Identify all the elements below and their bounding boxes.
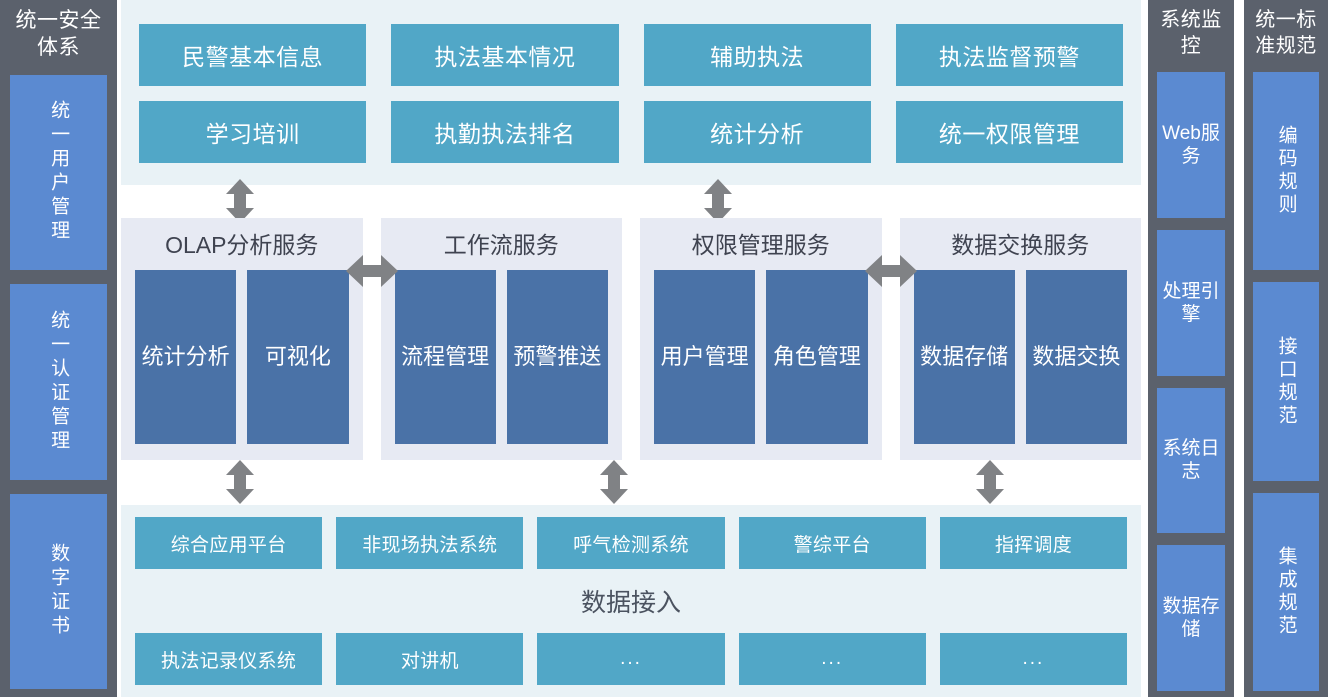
service-panel-title: 数据交换服务 (951, 232, 1090, 258)
service-box-statistical-analysis[interactable]: 统计分析 (135, 270, 237, 444)
data-box-integrated-application-platform[interactable]: 综合应用平台 (135, 517, 323, 569)
app-box-police-basic-info[interactable]: 民警基本信息 (139, 24, 367, 86)
service-box-data-storage[interactable]: 数据存储 (913, 270, 1015, 444)
data-box-placeholder-2[interactable]: ... (738, 633, 926, 685)
left-rail-items: 统一用户管理 统一认证管理 数字证书 (10, 74, 107, 690)
rail-item-data-storage[interactable]: 数据存储 (1157, 545, 1225, 691)
standard-rail-title: 统一标准规范 (1255, 9, 1317, 57)
rail-item-coding-rules[interactable]: 编码规则 (1253, 72, 1319, 271)
app-box-study-training[interactable]: 学习培训 (139, 101, 367, 163)
data-box-law-enforcement-recorder-system[interactable]: 执法记录仪系统 (135, 633, 323, 685)
rail-item-unified-auth-management[interactable]: 统一认证管理 (10, 284, 107, 480)
app-box-unified-permission-management[interactable]: 统一权限管理 (895, 101, 1123, 163)
application-row-2: 学习培训 执勤执法排名 统计分析 统一权限管理 (139, 101, 1123, 163)
standard-rail-items: 编码规则 接口规范 集成规范 (1253, 72, 1319, 691)
data-box-non-onsite-enforcement-system[interactable]: 非现场执法系统 (336, 517, 524, 569)
service-panel-olap: OLAP分析服务 统计分析 可视化 (121, 218, 398, 460)
right-rail-unified-standards: 统一标准规范 编码规则 接口规范 集成规范 (1244, 0, 1328, 697)
service-panel-title: OLAP分析服务 (165, 232, 319, 258)
rail-item-processing-engine[interactable]: 处理引擎 (1157, 229, 1225, 376)
rail-item-system-log[interactable]: 系统日志 (1157, 387, 1225, 534)
service-box-alert-push[interactable]: 预警推送 (506, 270, 608, 444)
rail-item-integration-specification[interactable]: 集成规范 (1253, 492, 1319, 691)
vertical-double-arrow-icon (703, 179, 733, 223)
rail-item-interface-specification[interactable]: 接口规范 (1253, 282, 1319, 481)
vertical-double-arrow-icon (975, 460, 1005, 504)
service-box-data-exchange[interactable]: 数据交换 (1025, 270, 1127, 444)
gap-service-data (121, 460, 1141, 505)
service-box-process-management[interactable]: 流程管理 (394, 270, 496, 444)
service-panel-title: 工作流服务 (443, 232, 559, 258)
center-column: 民警基本信息 执法基本情况 辅助执法 执法监督预警 学习培训 执勤执法排名 统计… (121, 0, 1141, 697)
data-row-2: 执法记录仪系统 对讲机 ... ... ... (135, 633, 1128, 685)
service-boxes: 统计分析 可视化 (135, 270, 349, 444)
data-access-layer-panel: 综合应用平台 非现场执法系统 呼气检测系统 警综平台 指挥调度 数据接入 执法记… (121, 505, 1141, 697)
left-rail-title: 统一安全体系 (15, 9, 102, 59)
vertical-double-arrow-icon (225, 179, 255, 223)
data-row-1: 综合应用平台 非现场执法系统 呼气检测系统 警综平台 指挥调度 (135, 517, 1128, 569)
vertical-double-arrow-icon (599, 460, 629, 504)
app-box-enforcement-supervision-alert[interactable]: 执法监督预警 (895, 24, 1123, 86)
data-box-command-dispatch[interactable]: 指挥调度 (939, 517, 1128, 569)
data-box-police-integrated-platform[interactable]: 警综平台 (738, 517, 926, 569)
data-box-walkie-talkie[interactable]: 对讲机 (336, 633, 524, 685)
app-box-duty-enforcement-ranking[interactable]: 执勤执法排名 (391, 101, 619, 163)
data-box-breath-test-system[interactable]: 呼气检测系统 (537, 517, 725, 569)
data-box-placeholder-1[interactable]: ... (537, 633, 725, 685)
service-panel-permission: 权限管理服务 用户管理 角色管理 (640, 218, 917, 460)
service-panel-title: 权限管理服务 (691, 232, 830, 258)
service-panel-data-exchange: 数据交换服务 数据存储 数据交换 (899, 218, 1141, 460)
rail-item-digital-certificate[interactable]: 数字证书 (10, 493, 107, 690)
service-boxes: 数据存储 数据交换 (913, 270, 1127, 444)
rail-item-unified-user-management[interactable]: 统一用户管理 (10, 74, 107, 271)
service-box-user-management[interactable]: 用户管理 (654, 270, 756, 444)
application-layer-panel: 民警基本信息 执法基本情况 辅助执法 执法监督预警 学习培训 执勤执法排名 统计… (121, 0, 1141, 185)
service-box-role-management[interactable]: 角色管理 (766, 270, 868, 444)
rail-item-web-service[interactable]: Web服务 (1157, 72, 1225, 218)
service-layer: OLAP分析服务 统计分析 可视化 工作流服务 流程管理 预警推送 权限管理服务 (121, 218, 1141, 460)
service-panel-workflow: 工作流服务 流程管理 预警推送 (380, 218, 622, 460)
vertical-double-arrow-icon (225, 460, 255, 504)
data-box-placeholder-3[interactable]: ... (939, 633, 1128, 685)
sysmon-rail-title: 系统监控 (1160, 9, 1222, 57)
app-box-assisted-enforcement[interactable]: 辅助执法 (643, 24, 871, 86)
app-box-statistical-analysis[interactable]: 统计分析 (643, 101, 871, 163)
right-rail-system-monitoring: 系统监控 Web服务 处理引擎 系统日志 数据存储 (1148, 0, 1234, 697)
sysmon-rail-items: Web服务 处理引擎 系统日志 数据存储 (1157, 72, 1225, 691)
gap-application-service (121, 179, 1141, 223)
application-row-1: 民警基本信息 执法基本情况 辅助执法 执法监督预警 (139, 24, 1123, 86)
service-boxes: 用户管理 角色管理 (654, 270, 868, 444)
left-rail-unified-security: 统一安全体系 统一用户管理 统一认证管理 数字证书 (0, 0, 117, 697)
app-box-enforcement-basic-situation[interactable]: 执法基本情况 (391, 24, 619, 86)
service-boxes: 流程管理 预警推送 (394, 270, 608, 444)
service-box-visualization[interactable]: 可视化 (247, 270, 349, 444)
data-access-caption: 数据接入 (580, 589, 681, 617)
